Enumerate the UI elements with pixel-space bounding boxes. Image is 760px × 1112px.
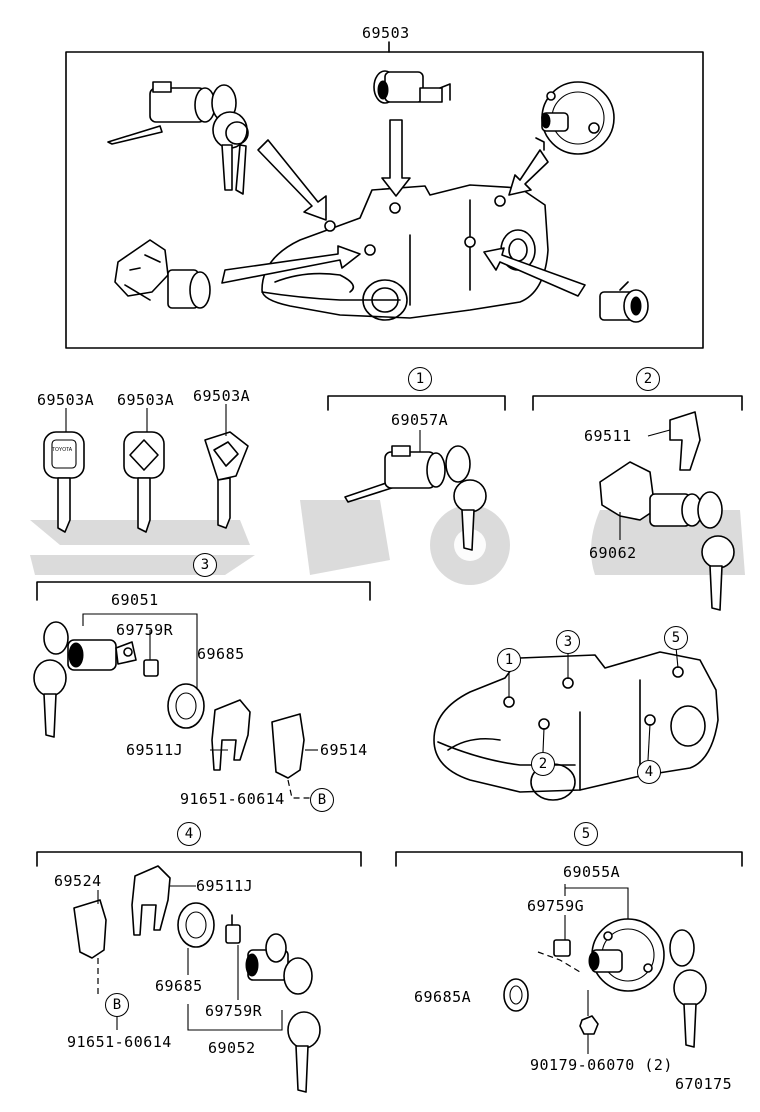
- door-lock-cylinder-right: [599, 281, 649, 323]
- group-4-number: 4: [177, 822, 201, 846]
- group-4-part-91651-60614: 91651-60614: [67, 1033, 172, 1051]
- key-illustrations: [43, 431, 249, 533]
- group-5-bracket: [395, 851, 743, 867]
- ignition-cylinder-assembly: [107, 81, 249, 195]
- group-3-retainers: [210, 699, 318, 779]
- group-5-part-90179-06070: 90179-06070 (2): [530, 1056, 673, 1074]
- door-lock-bracket-assembly: [114, 239, 211, 309]
- group-2-door-lock: [599, 411, 735, 611]
- key-label-2: 69503A: [117, 391, 175, 409]
- key-label-3: 69503A: [193, 387, 251, 405]
- group-4-part-69052: 69052: [208, 1039, 256, 1057]
- group-4-parts: [73, 865, 321, 1093]
- group-2-part-69511: 69511: [584, 427, 632, 445]
- group-5-part-69055A: 69055A: [563, 863, 621, 881]
- group-3-part-69051: 69051: [111, 591, 159, 609]
- group-3-ref-b: B: [310, 788, 334, 812]
- callout-1: 1: [497, 648, 521, 672]
- group-1-ignition-cylinder: [344, 445, 487, 551]
- group-3-number: 3: [193, 553, 217, 577]
- group-5-part-69759G: 69759G: [527, 897, 585, 915]
- group-3-part-91651-60614: 91651-60614: [180, 790, 285, 808]
- group-3-part-69685: 69685: [197, 645, 245, 663]
- group-3-part-69514: 69514: [320, 741, 368, 759]
- group-2-number: 2: [636, 367, 660, 391]
- group-5-parts: [503, 884, 707, 1054]
- group-3-part-69511J: 69511J: [126, 741, 184, 759]
- top-car-outline: [261, 184, 549, 321]
- group-4-part-69759R: 69759R: [205, 1002, 263, 1020]
- diagram-code: 670175: [675, 1075, 733, 1093]
- middle-car-outline: [433, 646, 719, 801]
- door-lock-cylinder-top: [373, 70, 451, 104]
- group-1-bracket: [327, 395, 506, 411]
- key-label-1: 69503A: [37, 391, 95, 409]
- group-5-number: 5: [574, 822, 598, 846]
- group-4-part-69524: 69524: [54, 872, 102, 890]
- group-5-part-69685A: 69685A: [414, 988, 472, 1006]
- group-3-bracket: [36, 581, 371, 601]
- group-4-part-69685: 69685: [155, 977, 203, 995]
- group-4-bracket: [36, 851, 362, 867]
- luggage-lock-top: [535, 81, 615, 155]
- callout-3: 3: [556, 630, 580, 654]
- assembly-arrows: [221, 119, 586, 297]
- group-4-part-69511J: 69511J: [196, 877, 254, 895]
- group-1-part-69057A: 69057A: [391, 411, 449, 429]
- main-assembly-frame: [65, 51, 704, 349]
- group-2-part-69062: 69062: [589, 544, 637, 562]
- group-3-door-cylinder: [33, 621, 205, 738]
- group-1-number: 1: [408, 367, 432, 391]
- callout-4: 4: [637, 760, 661, 784]
- key-logo-text: TOYOTA: [52, 447, 73, 453]
- group-3-part-69759R: 69759R: [116, 621, 174, 639]
- callout-5: 5: [664, 626, 688, 650]
- main-assembly-part-number: 69503: [362, 24, 410, 42]
- group-2-bracket: [532, 395, 743, 411]
- group-4-ref-b: B: [105, 993, 129, 1017]
- callout-2: 2: [531, 752, 555, 776]
